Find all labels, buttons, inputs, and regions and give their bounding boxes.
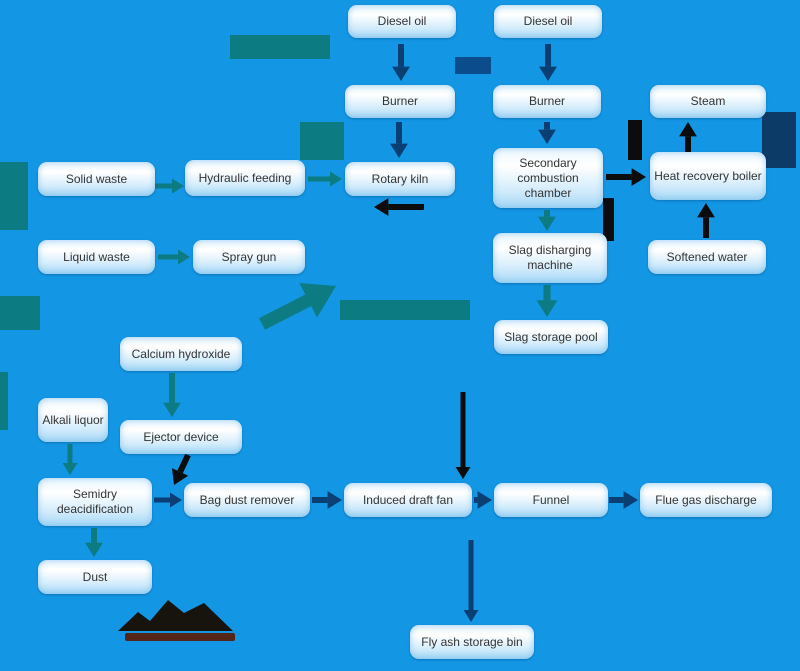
node-label: Dust [82,569,108,584]
node-label: Ejector device [143,429,219,444]
node-label: Steam [690,94,726,108]
node-fly-ash-storage-bin: Fly ash storage bin [410,625,534,659]
node-label: Slag disharging machine [508,243,592,272]
node-label: Funnel [532,492,570,507]
node-bag-dust-remover: Bag dust remover [184,483,310,517]
node-label: Fly ash storage bin [421,634,523,649]
node-label: Hydraulic feeding [198,170,292,185]
node-label: Diesel oil [377,14,427,28]
node-burner-left: Burner [345,85,455,118]
node-label: Liquid waste [63,249,130,264]
node-calcium-hydroxide: Calcium hydroxide [120,337,242,371]
node-ejector-device: Ejector device [120,420,242,454]
node-liquid-waste: Liquid waste [38,240,155,274]
node-label: Induced draft fan [362,492,454,507]
node-label: Solid waste [65,171,128,186]
node-label: Secondary combustion chamber [517,155,579,200]
node-funnel: Funnel [494,483,608,517]
node-hydraulic-feeding: Hydraulic feeding [185,160,305,196]
node-label: Diesel oil [523,14,573,28]
node-label: Rotary kiln [371,171,429,186]
node-burner-right: Burner [493,85,601,118]
node-label: Burner [528,94,566,108]
node-label: Spray gun [221,249,277,264]
decor-rect-2 [300,122,344,160]
node-label: Calcium hydroxide [131,346,231,361]
node-heat-recovery-boiler: Heat recovery boiler [650,152,766,200]
node-label: Softened water [666,249,748,264]
node-alkali-liquor: Alkali liquor [38,398,108,442]
decor-rect-6 [603,198,614,241]
node-diesel-oil-left: Diesel oil [348,5,456,38]
node-induced-draft-fan: Induced draft fan [344,483,472,517]
node-diesel-oil-right: Diesel oil [494,5,602,38]
decor-band [340,300,470,320]
node-label: Burner [381,94,419,108]
decor-rect-8 [762,112,796,168]
node-semidry-deacidification: Semidry deacidification [38,478,152,526]
node-secondary-combustion-chamber: Secondary combustion chamber [493,148,603,208]
node-label: Bag dust remover [199,492,295,507]
node-slag-storage-pool: Slag storage pool [494,320,608,354]
decor-rect-9 [0,372,8,430]
node-label: Semidry deacidification [56,487,134,516]
decor-rect-5 [455,57,491,74]
node-label: Slag storage pool [504,329,598,344]
node-label: Heat recovery boiler [654,168,762,183]
node-label: Flue gas discharge [655,492,757,507]
node-spray-gun: Spray gun [193,240,305,274]
node-softened-water: Softened water [648,240,766,274]
decor-rect-7 [628,120,642,160]
decor-rect-1 [230,35,330,59]
node-slag-disharging-machine: Slag disharging machine [493,233,607,283]
node-rotary-kiln: Rotary kiln [345,162,455,196]
node-flue-gas-discharge: Flue gas discharge [640,483,772,517]
node-solid-waste: Solid waste [38,162,155,196]
decor-rect-3 [0,162,28,230]
node-dust: Dust [38,560,152,594]
decor-rect-4 [0,296,40,330]
node-steam: Steam [650,85,766,118]
node-label: Alkali liquor [42,412,104,427]
